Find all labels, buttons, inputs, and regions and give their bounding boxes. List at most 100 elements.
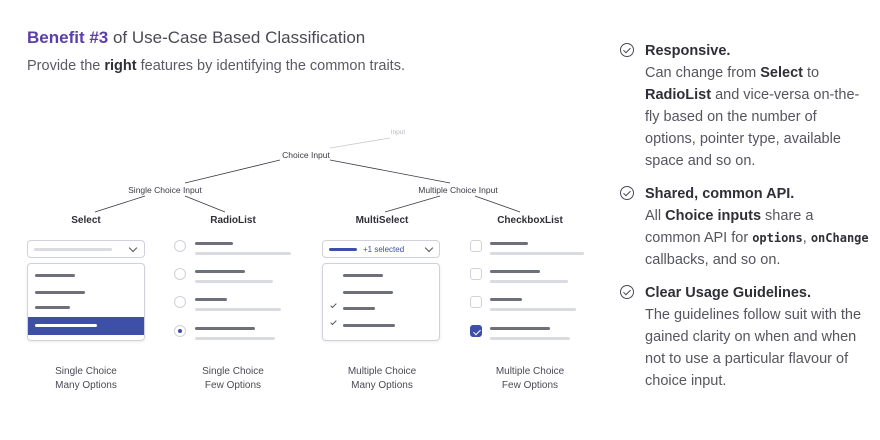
benefits-list: Responsive. Can change from Select to Ra… — [620, 40, 870, 403]
page-subtitle: Provide the right features by identifyin… — [27, 58, 405, 74]
classification-tree — [94, 137, 521, 213]
option-bar — [35, 324, 97, 327]
chevron-down-icon — [424, 243, 434, 253]
benefit-responsive: Responsive. Can change from Select to Ra… — [620, 40, 870, 172]
text: All — [645, 208, 666, 224]
select-illustration — [27, 240, 145, 258]
text: Can change from — [645, 65, 761, 81]
option-sub-bar — [490, 308, 576, 311]
option-bar — [343, 274, 383, 277]
check-circle-icon — [620, 186, 634, 200]
checkbox-icon — [470, 240, 482, 252]
option-bar — [35, 291, 85, 294]
tree-node-multiple-choice: Multiple Choice Input — [418, 185, 498, 195]
edge-choice-single — [184, 159, 281, 184]
edge-multiple-multiselect — [384, 195, 441, 213]
multiselect-dropdown — [322, 263, 440, 341]
text: , — [802, 230, 811, 246]
benefit-body: The guidelines follow suit with the gain… — [645, 304, 870, 392]
option-bar — [343, 324, 395, 327]
leaf-radiolist: RadioList — [210, 215, 256, 226]
edge-single-select — [94, 195, 146, 213]
option-bar — [195, 242, 233, 245]
check-icon — [330, 318, 337, 326]
text: share a common API for — [645, 208, 814, 246]
option-bar — [490, 242, 528, 245]
option-sub-bar — [195, 308, 281, 311]
text: The guidelines follow suit with the gain… — [645, 307, 862, 389]
edge-choice-multiple — [329, 159, 451, 184]
option-sub-bar — [490, 252, 584, 255]
bold-text: RadioList — [645, 87, 712, 103]
text: and vice-versa on-the-fly based on the n… — [645, 87, 860, 169]
selected-value-bar — [329, 248, 357, 251]
check-circle-icon — [620, 285, 634, 299]
option-sub-bar — [195, 280, 273, 283]
benefit-title: Clear Usage Guidelines. — [645, 285, 812, 301]
option-bar — [195, 298, 227, 301]
option-bar — [490, 298, 522, 301]
option-bar — [35, 274, 75, 277]
subtitle-post: features by identifying the common trait… — [136, 58, 405, 74]
checkbox-icon — [470, 268, 482, 280]
caption-line: Single Choice — [202, 366, 264, 377]
leaf-checkboxlist: CheckboxList — [497, 215, 563, 226]
option-bar — [343, 291, 393, 294]
checkbox-icon — [470, 296, 482, 308]
selected-option — [28, 317, 144, 335]
option-sub-bar — [490, 337, 570, 340]
tree-node-single-choice: Single Choice Input — [128, 185, 202, 195]
option-bar — [490, 327, 550, 330]
benefit-body: All Choice inputs share a common API for… — [645, 205, 870, 271]
chevron-down-icon — [128, 243, 138, 253]
text: callbacks, and so on. — [645, 252, 781, 268]
caption-line: Multiple Choice — [347, 366, 417, 377]
option-sub-bar — [490, 280, 568, 283]
option-bar — [490, 270, 540, 273]
option-bar — [195, 270, 245, 273]
caption-line: Few Options — [501, 380, 559, 391]
tree-node-input: Input — [390, 129, 406, 136]
subtitle-bold: right — [104, 58, 137, 74]
benefit-usage-guidelines: Clear Usage Guidelines. The guidelines f… — [620, 282, 870, 392]
code-text: options — [752, 231, 803, 245]
edge-choice-input — [329, 137, 391, 149]
edge-single-radiolist — [184, 195, 226, 213]
option-bar — [195, 327, 255, 330]
radio-icon — [174, 296, 186, 308]
edge-multiple-checkboxlist — [474, 195, 521, 213]
caption-line: Single Choice — [55, 366, 117, 377]
benefit-body: Can change from Select to RadioList and … — [645, 62, 870, 172]
caption-line: Many Options — [351, 380, 413, 391]
leaf-multiselect: MultiSelect — [355, 215, 409, 226]
option-sub-bar — [195, 337, 275, 340]
option-sub-bar — [195, 252, 291, 255]
benefit-shared-api: Shared, common API. All Choice inputs sh… — [620, 183, 870, 271]
multiselect-illustration: +1 selected — [322, 240, 440, 258]
multiselect-value: +1 selected — [363, 245, 405, 254]
tree-node-choice-input: Choice Input — [282, 150, 330, 160]
radio-checked-icon — [174, 325, 186, 337]
benefit-title: Shared, common API. — [645, 186, 795, 202]
benefit-title: Responsive. — [645, 43, 731, 59]
option-bar — [35, 306, 70, 309]
placeholder-bar — [34, 248, 112, 251]
code-text: onChange — [810, 231, 869, 245]
check-circle-icon — [620, 43, 634, 57]
select-dropdown — [27, 263, 145, 341]
page-title: Benefit #3 of Use-Case Based Classificat… — [27, 28, 365, 48]
radio-icon — [174, 268, 186, 280]
caption-line: Few Options — [204, 380, 262, 391]
text: to — [803, 65, 820, 81]
radio-icon — [174, 240, 186, 252]
caption-line: Multiple Choice — [495, 366, 565, 377]
bold-text: Select — [760, 65, 803, 81]
bold-text: Choice inputs — [665, 208, 762, 224]
subtitle-pre: Provide the — [27, 58, 105, 74]
checkbox-checked-icon — [470, 325, 482, 337]
option-bar — [343, 307, 375, 310]
